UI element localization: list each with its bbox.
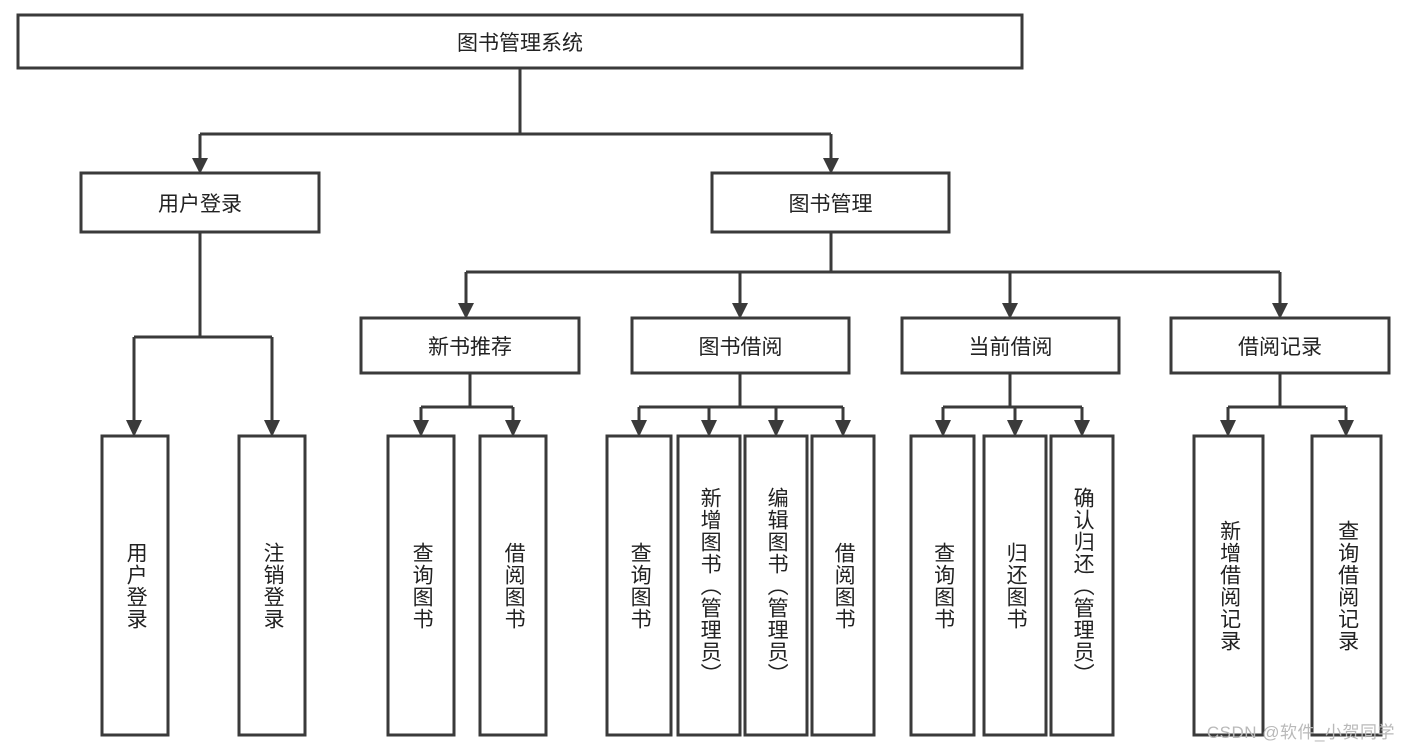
arrow-to-user-login	[192, 158, 208, 174]
arrow-to-leaf-add-book-admin	[701, 420, 717, 437]
arrow-to-leaf-confirm-return-admin	[1074, 420, 1090, 437]
arrow-to-leaf-edit-book-admin	[768, 420, 784, 437]
node-box-book-borrow[interactable]	[630, 316, 851, 375]
arrow-to-leaf-add-borrow-record	[1220, 420, 1236, 437]
connector-new-book-recommend-bus	[419, 373, 515, 424]
node-box-leaf-user-logout[interactable]	[237, 434, 307, 737]
arrow-to-new-book-recommend	[458, 303, 474, 319]
connector-root-bus	[198, 68, 833, 162]
node-box-leaf-borrow-book-1[interactable]	[478, 434, 548, 737]
arrow-to-leaf-user-logout	[264, 420, 280, 437]
arrow-to-leaf-query-book-3	[935, 420, 951, 437]
node-box-leaf-query-borrow-record[interactable]	[1310, 434, 1383, 737]
arrow-to-book-borrow	[732, 303, 748, 319]
arrow-to-leaf-borrow-book-1	[505, 420, 521, 437]
node-box-leaf-user-login[interactable]	[100, 434, 170, 737]
node-box-leaf-confirm-return-admin[interactable]	[1049, 434, 1115, 737]
connector-borrow-record-bus	[1226, 373, 1348, 424]
node-box-new-book-recommend[interactable]	[359, 316, 581, 375]
arrow-to-leaf-query-borrow-record	[1338, 420, 1354, 437]
arrow-to-leaf-query-book-1	[413, 420, 429, 437]
arrow-to-current-borrow	[1002, 303, 1018, 319]
node-box-user-login[interactable]	[79, 171, 321, 234]
connector-book-manage-bus	[464, 232, 1282, 307]
connector-book-borrow-bus	[637, 373, 845, 424]
connector-current-borrow-bus	[941, 373, 1084, 424]
arrow-to-borrow-record	[1272, 303, 1288, 319]
connector-user-login-bus	[132, 232, 274, 424]
arrow-to-leaf-user-login	[126, 420, 142, 437]
node-box-current-borrow[interactable]	[900, 316, 1121, 375]
node-box-leaf-edit-book-admin[interactable]	[743, 434, 809, 737]
arrow-to-leaf-borrow-book-2	[835, 420, 851, 437]
node-box-leaf-borrow-book-2[interactable]	[810, 434, 876, 737]
node-box-leaf-query-book-2[interactable]	[605, 434, 673, 737]
arrow-to-leaf-return-book	[1007, 420, 1023, 437]
node-box-book-manage[interactable]	[710, 171, 951, 234]
csdn-watermark: CSDN @软件_小贺同学	[1206, 723, 1395, 742]
arrow-to-leaf-query-book-2	[631, 420, 647, 437]
node-box-leaf-return-book[interactable]	[982, 434, 1048, 737]
arrow-to-book-manage	[823, 158, 839, 174]
node-box-leaf-query-book-1[interactable]	[386, 434, 456, 737]
node-box-leaf-add-borrow-record[interactable]	[1192, 434, 1265, 737]
node-box-leaf-add-book-admin[interactable]	[676, 434, 742, 737]
node-box-leaf-query-book-3[interactable]	[909, 434, 976, 737]
node-box-borrow-record[interactable]	[1169, 316, 1391, 375]
node-box-root[interactable]	[16, 13, 1024, 70]
